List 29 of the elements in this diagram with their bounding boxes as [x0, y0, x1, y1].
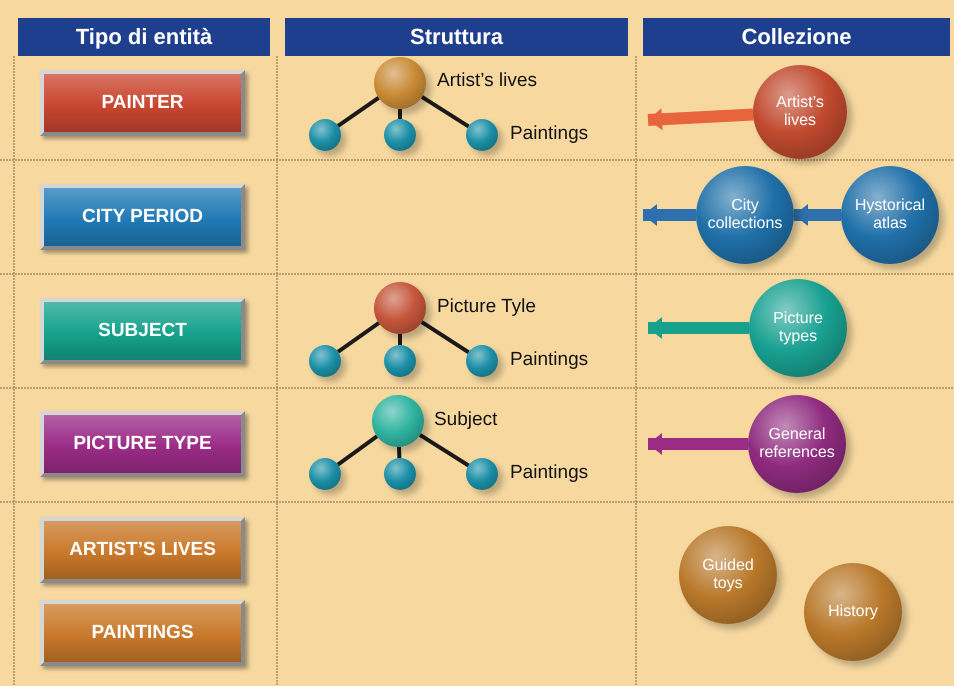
- connector-line: [420, 320, 470, 354]
- connector-line: [418, 433, 470, 468]
- arrow: [648, 318, 749, 338]
- node-caption: Paintings: [510, 462, 588, 484]
- connector-line: [420, 95, 470, 128]
- column-header: Collezione: [643, 18, 950, 56]
- node-caption: Subject: [434, 409, 498, 431]
- entity-tag: PAINTER: [40, 70, 245, 136]
- column-header: Tipo di entità: [18, 18, 270, 56]
- node-caption: Paintings: [510, 123, 588, 145]
- entity-tag: PICTURE TYPE: [40, 411, 245, 477]
- connector-line: [398, 334, 402, 345]
- arrow: [648, 434, 748, 454]
- node-caption: Picture Tyle: [437, 296, 536, 318]
- node-caption: Paintings: [510, 349, 588, 371]
- connector-line: [397, 446, 402, 458]
- arrow: [648, 108, 754, 129]
- entity-tag: CITY PERIOD: [40, 184, 245, 250]
- connector-line: [336, 434, 378, 466]
- node-caption: Artist’s lives: [437, 70, 537, 92]
- entity-tag: PAINTINGS: [40, 600, 245, 666]
- connector-line: [398, 109, 402, 119]
- connector-line: [336, 321, 380, 354]
- arrow: [643, 205, 696, 225]
- entity-tag: ARTIST’S LIVES: [40, 517, 245, 583]
- entity-tag: SUBJECT: [40, 298, 245, 364]
- connector-line: [336, 96, 380, 128]
- column-header: Struttura: [285, 18, 628, 56]
- arrow: [794, 205, 841, 225]
